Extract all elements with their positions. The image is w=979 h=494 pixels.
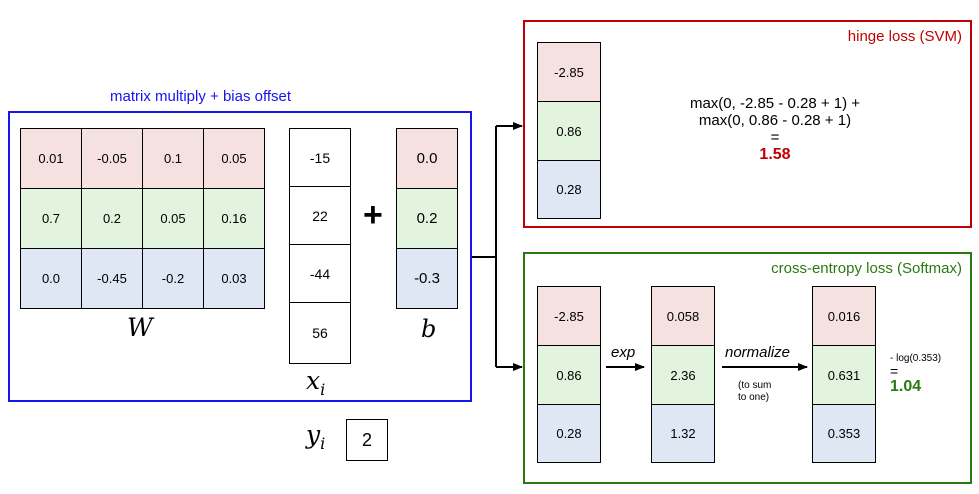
w-cell: 0.05: [142, 188, 204, 249]
prob-cell: 0.016: [812, 286, 876, 346]
input-vector-label: xi: [306, 366, 325, 399]
svm-formula-line1: max(0, -2.85 - 0.28 + 1) +: [689, 95, 861, 112]
exp-cell: 1.32: [651, 404, 715, 463]
prob-cell: 0.631: [812, 345, 876, 405]
b-cell: -0.3: [396, 248, 458, 309]
x-cell: -44: [289, 244, 351, 303]
normalize-note-line2: to one): [738, 392, 770, 403]
prob-cell: 0.353: [812, 404, 876, 463]
b-cell: 0.2: [396, 188, 458, 249]
svm-panel-frame: [523, 20, 972, 228]
softmax-loss-value: 1.04: [890, 378, 922, 395]
x-cell: -15: [289, 128, 351, 187]
w-cell: 0.16: [203, 188, 265, 249]
weight-matrix-label: W: [127, 313, 153, 342]
neg-log-text: - log(0.353): [890, 353, 942, 364]
svm-score-cell: 0.28: [537, 160, 601, 219]
w-cell: -0.45: [81, 248, 143, 309]
linear-panel-title: matrix multiply + bias offset: [110, 88, 292, 105]
y-subscript: i: [320, 434, 326, 453]
x-cell: 56: [289, 302, 351, 364]
svm-loss-value: 1.58: [759, 146, 791, 163]
w-cell: 0.7: [20, 188, 82, 249]
svm-score-cell: 0.86: [537, 101, 601, 161]
softmax-panel-title: cross-entropy loss (Softmax): [771, 260, 962, 277]
svm-formula-line2: max(0, 0.86 - 0.28 + 1): [698, 112, 852, 129]
softmax-score-cell: 0.28: [537, 404, 601, 463]
w-cell: 0.0: [20, 248, 82, 309]
softmax-score-cell: 0.86: [537, 345, 601, 405]
exp-label: exp: [611, 344, 636, 361]
x-cell: 22: [289, 186, 351, 245]
w-cell: 0.1: [142, 128, 204, 189]
svm-formula: max(0, -2.85 - 0.28 + 1) + max(0, 0.86 -…: [615, 95, 935, 163]
softmax-equals: =: [890, 363, 899, 379]
svm-panel-title: hinge loss (SVM): [847, 28, 962, 45]
label-y-text: yi: [306, 420, 325, 453]
w-cell: 0.01: [20, 128, 82, 189]
w-cell: 0.05: [203, 128, 265, 189]
softmax-result: - log(0.353) = 1.04: [890, 352, 942, 395]
exp-cell: 0.058: [651, 286, 715, 346]
w-cell: 0.2: [81, 188, 143, 249]
bias-vector-label: b: [421, 315, 437, 343]
w-cell: -0.05: [81, 128, 143, 189]
x-label: x: [306, 366, 321, 395]
w-cell: -0.2: [142, 248, 204, 309]
w-cell: 0.03: [203, 248, 265, 309]
softmax-score-cell: -2.85: [537, 286, 601, 346]
normalize-label: normalize: [725, 344, 791, 361]
normalize-note: (to sum to one): [738, 380, 771, 404]
linear-panel-frame: [8, 111, 472, 402]
svm-equals: =: [770, 129, 780, 146]
normalize-note-line1: (to sum: [738, 380, 772, 391]
plus-sign: +: [363, 196, 383, 234]
true-label-box: 2: [346, 419, 388, 461]
x-subscript: i: [320, 380, 326, 399]
y-label: y: [306, 420, 321, 449]
svm-score-cell: -2.85: [537, 42, 601, 102]
softmax-panel-frame: [523, 252, 972, 484]
b-cell: 0.0: [396, 128, 458, 189]
exp-cell: 2.36: [651, 345, 715, 405]
